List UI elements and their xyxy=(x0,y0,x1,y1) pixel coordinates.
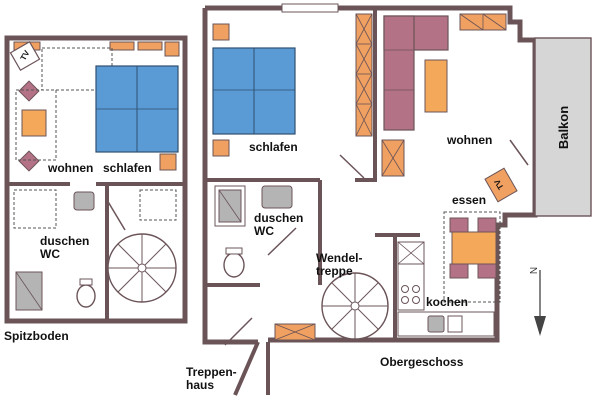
sb-tv-icon xyxy=(9,41,41,71)
label-og-schlafen: schlafen xyxy=(249,140,298,154)
og-bath-door xyxy=(267,227,297,256)
sb-chair-2 xyxy=(18,150,40,172)
sb-shower-line xyxy=(15,271,43,311)
og-dining-chair-3 xyxy=(449,263,469,279)
sb-sink xyxy=(73,191,95,211)
og-shelf-x1 xyxy=(459,13,484,31)
og-balcony xyxy=(534,37,592,217)
sb-cabinet-corner xyxy=(164,41,180,57)
sb-spiral-steps xyxy=(108,234,176,302)
og-bed-door xyxy=(339,154,365,179)
og-balcony-door xyxy=(509,139,529,166)
sb-dashed-shower-top xyxy=(13,189,57,229)
og-toilet xyxy=(223,252,245,278)
og-stairhall-wall-1 xyxy=(233,341,260,396)
og-bottom-cabinet-x2 xyxy=(274,323,316,341)
sb-door xyxy=(106,199,126,231)
label-sb-duschen-wc: duschen WC xyxy=(40,234,90,261)
label-og-wohnen: wohnen xyxy=(447,133,493,147)
og-dishwasher xyxy=(447,315,463,333)
sb-dashed-table xyxy=(15,89,57,161)
sb-chair-1 xyxy=(18,80,40,102)
label-og-kochen: kochen xyxy=(426,295,469,309)
og-nightstand-2 xyxy=(212,139,230,157)
og-bath-sink xyxy=(261,185,293,209)
label-og-essen: essen xyxy=(452,193,487,207)
sb-toilet xyxy=(76,284,96,308)
og-wardrobe-doors xyxy=(355,13,373,137)
og-sofa-side xyxy=(383,15,415,131)
sb-table xyxy=(21,109,47,137)
og-tv-icon xyxy=(484,167,518,203)
og-cabinet-mid-x2 xyxy=(381,139,405,177)
sb-dashed-stair xyxy=(139,189,177,221)
sb-window-2 xyxy=(109,41,135,51)
label-north: N xyxy=(529,266,541,275)
og-shower-line xyxy=(218,189,242,223)
label-sb-schlafen: schlafen xyxy=(103,161,152,175)
sb-nightstand xyxy=(159,153,177,171)
obergeschoss-plan xyxy=(202,3,592,396)
og-dining-chair-2 xyxy=(477,217,497,233)
label-spitzboden: Spitzboden xyxy=(4,329,69,343)
og-left-wall xyxy=(202,8,258,345)
og-hob-3 xyxy=(401,296,409,304)
og-shelf-x2 xyxy=(482,13,507,31)
og-toilet-tank xyxy=(225,247,243,255)
sb-window-3 xyxy=(137,41,163,51)
label-og-wendeltreppe: Wendel- treppe xyxy=(316,251,363,278)
og-hob-1 xyxy=(401,285,409,293)
og-shower-box xyxy=(214,185,246,227)
og-dining-chair-1 xyxy=(449,217,469,233)
og-wardrobe xyxy=(355,13,373,137)
og-dashed-dining xyxy=(443,211,501,303)
og-entry-door xyxy=(224,317,253,346)
north-arrow-head xyxy=(534,316,546,336)
label-obergeschoss: Obergeschoss xyxy=(380,355,464,369)
og-kitchen-sink xyxy=(427,315,445,333)
label-sb-wohnen: wohnen xyxy=(48,161,94,175)
og-spiral-core xyxy=(350,301,360,311)
label-balkon: Balkon xyxy=(556,105,572,150)
og-dining-table xyxy=(451,231,497,265)
og-nightstand-1 xyxy=(212,23,230,41)
sb-toilet-tank xyxy=(79,278,93,286)
label-og-duschen-wc: duschen WC xyxy=(254,211,304,238)
og-window-top xyxy=(281,3,339,13)
label-og-treppenhaus: Treppen- haus xyxy=(186,365,237,392)
og-fridge-x2 xyxy=(397,241,425,265)
spitzboden-outer-wall xyxy=(4,35,188,324)
og-coffee-table xyxy=(424,59,448,113)
og-kitchen-bottom-counter xyxy=(397,311,495,337)
spitzboden-plan xyxy=(4,35,188,324)
og-hob-4 xyxy=(412,296,420,304)
og-spiral-steps xyxy=(322,273,388,339)
og-dining-chair-4 xyxy=(477,263,497,279)
og-hob-2 xyxy=(412,285,420,293)
sb-spiral-core xyxy=(137,263,147,273)
